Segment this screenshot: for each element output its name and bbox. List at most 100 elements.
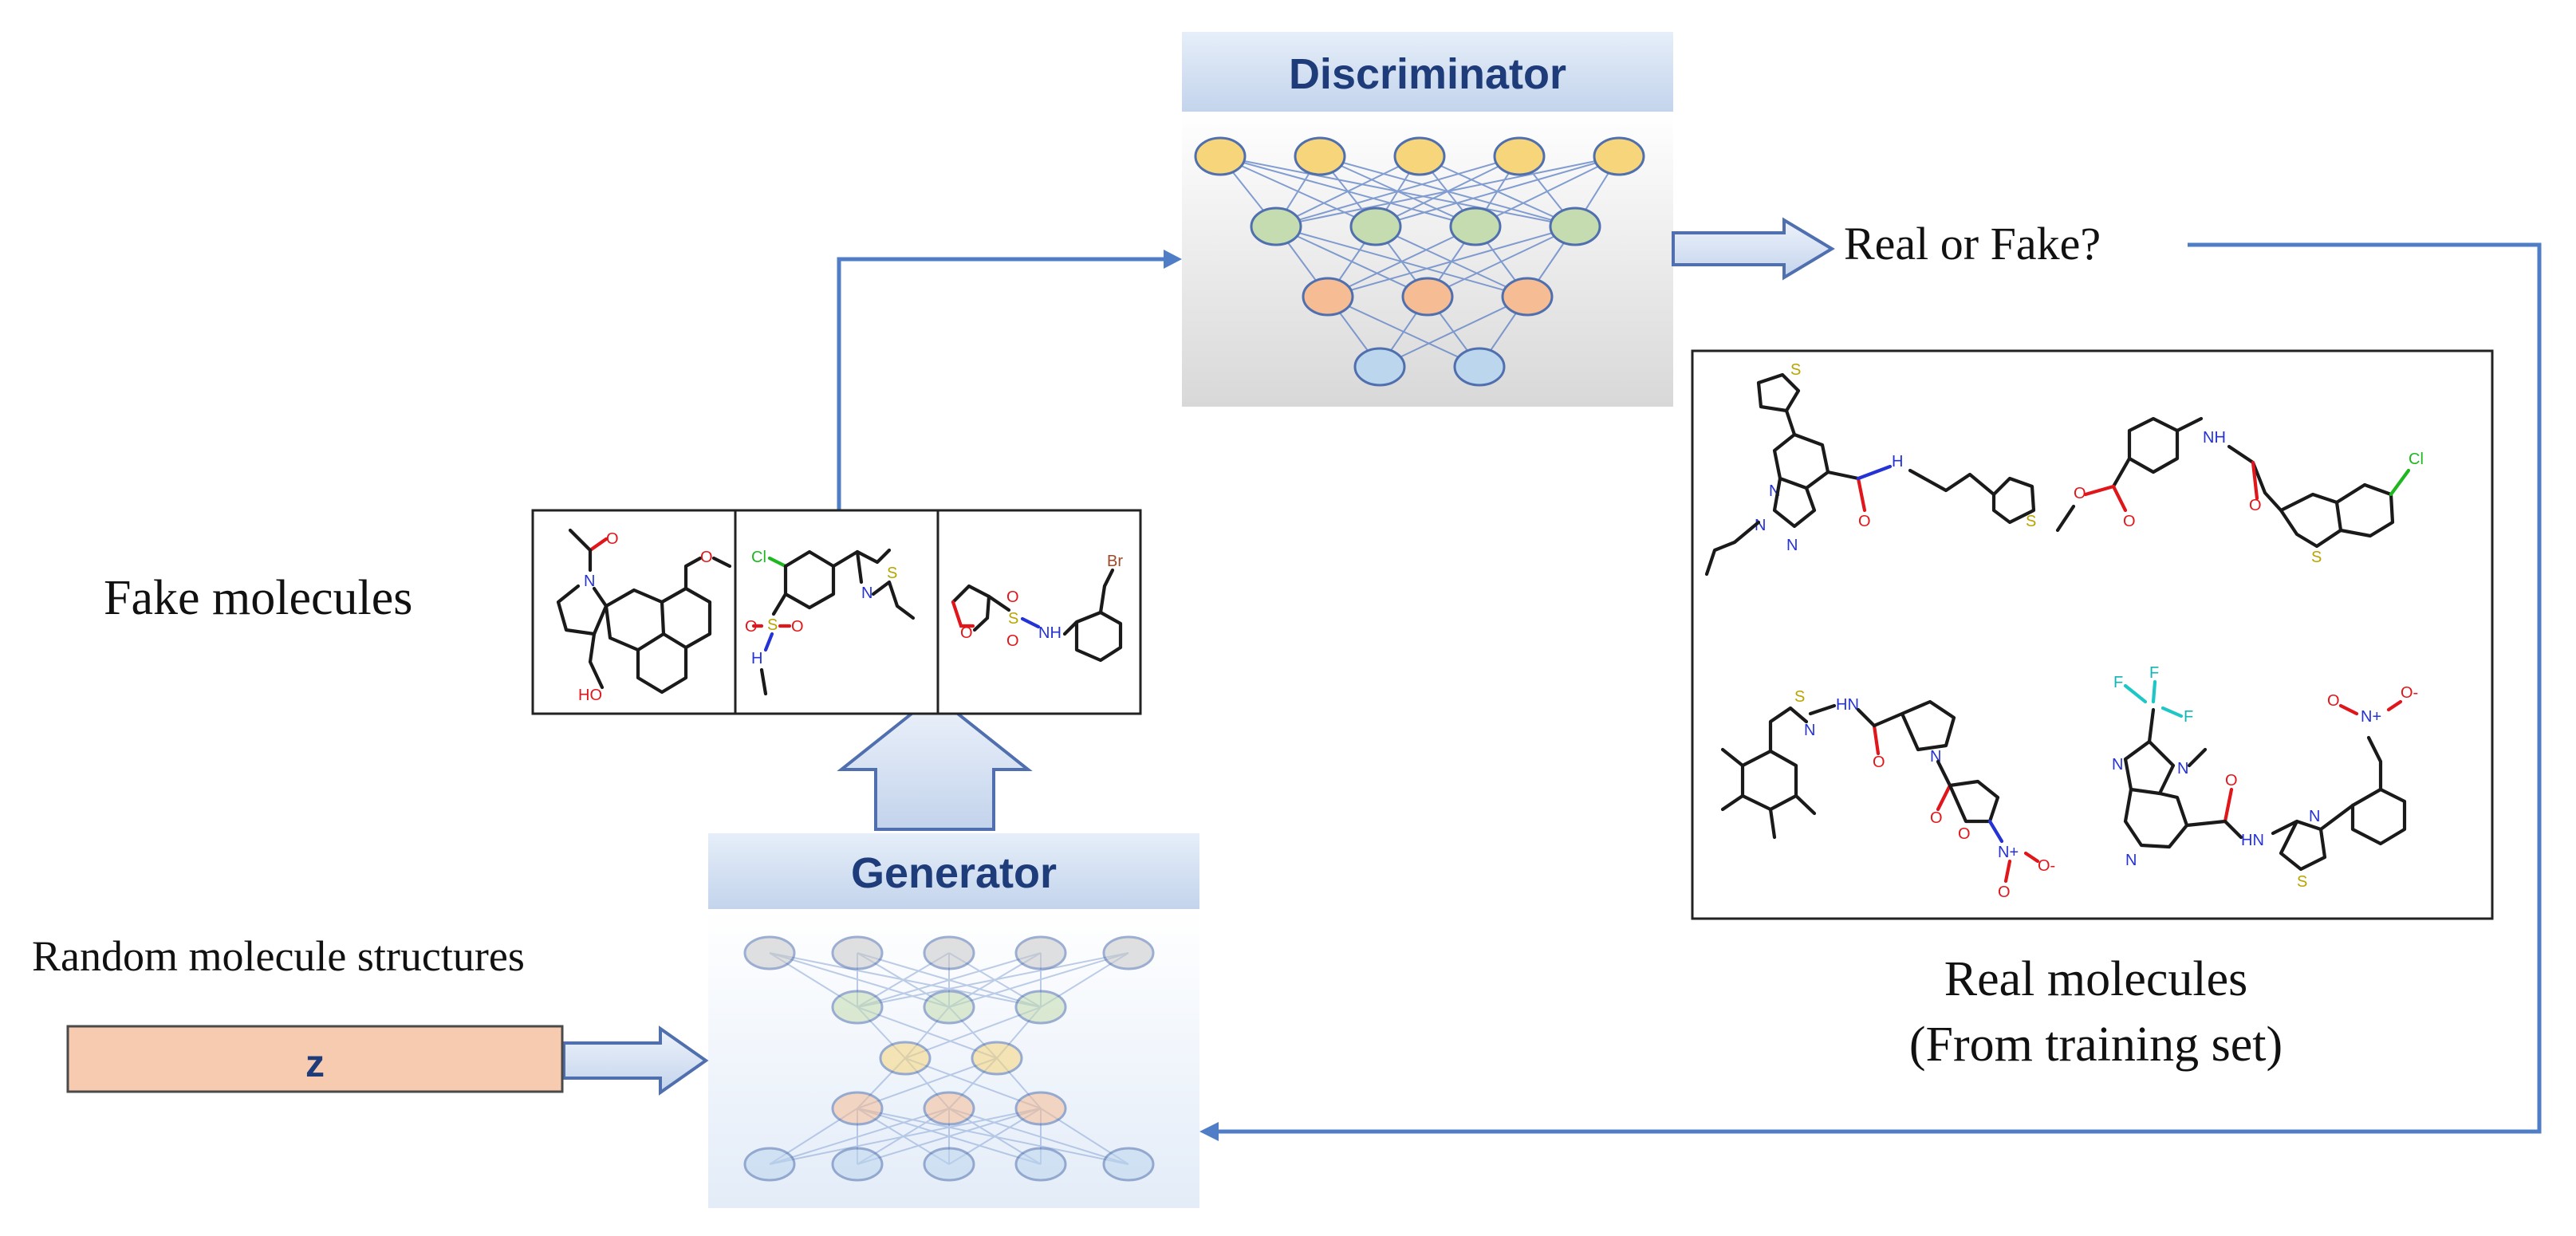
generator-connection bbox=[769, 952, 950, 1008]
svg-text:F: F bbox=[2113, 674, 2123, 691]
real-molecule-4: F F F N N N O HN N S N+ O bbox=[2112, 664, 2418, 891]
discriminator-node bbox=[1194, 136, 1247, 176]
svg-text:N: N bbox=[2125, 852, 2137, 869]
generator-nodes bbox=[743, 935, 1155, 1182]
generator-node bbox=[1014, 1091, 1067, 1126]
svg-text:O: O bbox=[745, 618, 758, 636]
generator-node bbox=[831, 935, 884, 970]
svg-text:O: O bbox=[960, 624, 973, 642]
discriminator-connection bbox=[1275, 155, 1420, 227]
svg-text:O: O bbox=[1998, 884, 2011, 901]
discriminator-nodes bbox=[1194, 136, 1645, 387]
discriminator-node bbox=[1401, 277, 1454, 317]
svg-text:O: O bbox=[2074, 485, 2086, 502]
svg-text:S: S bbox=[2026, 513, 2036, 530]
generator-connection bbox=[857, 952, 1042, 1008]
discriminator-node bbox=[1593, 136, 1645, 176]
discriminator-connection bbox=[1275, 155, 1520, 227]
svg-text:N: N bbox=[1786, 537, 1798, 554]
discriminator-node bbox=[1453, 347, 1506, 387]
generator-node bbox=[923, 1091, 975, 1126]
discriminator-connection bbox=[1327, 226, 1576, 297]
feedback-loop-line bbox=[1199, 242, 2542, 1141]
svg-text:NH: NH bbox=[2203, 429, 2226, 447]
generator-node bbox=[1014, 1147, 1067, 1182]
generator-node bbox=[923, 990, 975, 1025]
discriminator-node bbox=[1549, 207, 1601, 246]
svg-text:NH: NH bbox=[1038, 624, 1062, 642]
svg-text:HN: HN bbox=[1836, 696, 1859, 714]
fake-molecules-box: O N HO O Cl S O O H bbox=[531, 509, 1142, 715]
svg-text:S: S bbox=[1008, 610, 1018, 628]
svg-text:HN: HN bbox=[2241, 832, 2264, 849]
real-molecule-1: S N N N O H S bbox=[1704, 361, 2036, 577]
real-molecule-3: S N HN O N O O N+ O- O bbox=[1720, 688, 2055, 901]
discriminator-connection bbox=[1427, 226, 1576, 297]
svg-text:N: N bbox=[2112, 756, 2123, 773]
discriminator-node bbox=[1493, 136, 1546, 176]
svg-text:N: N bbox=[1804, 722, 1815, 739]
discriminator-to-verdict-arrow bbox=[1672, 217, 1835, 281]
generator-node bbox=[923, 1147, 975, 1182]
svg-text:S: S bbox=[887, 565, 897, 582]
generator-connection bbox=[857, 1108, 1129, 1165]
generator-header bbox=[708, 833, 1199, 909]
svg-text:O: O bbox=[1006, 588, 1019, 606]
svg-text:O: O bbox=[2225, 772, 2238, 789]
generator-node bbox=[1014, 935, 1067, 970]
discriminator-connection bbox=[1327, 226, 1476, 297]
svg-text:N+: N+ bbox=[1998, 844, 2019, 861]
discriminator-connection bbox=[1379, 296, 1528, 368]
svg-text:Br: Br bbox=[1107, 553, 1123, 570]
discriminator-network: Discriminator bbox=[1182, 32, 1673, 407]
svg-text:O: O bbox=[1858, 513, 1871, 530]
generator-node bbox=[1102, 935, 1155, 970]
svg-text:O-: O- bbox=[2038, 857, 2055, 875]
svg-text:S: S bbox=[1794, 688, 1805, 706]
svg-text:O: O bbox=[1873, 754, 1885, 771]
svg-text:S: S bbox=[2311, 549, 2322, 566]
discriminator-node bbox=[1250, 207, 1302, 246]
svg-text:N: N bbox=[2309, 808, 2320, 825]
svg-text:S: S bbox=[1790, 361, 1801, 379]
svg-text:H: H bbox=[1892, 453, 1903, 470]
generator-connection bbox=[769, 1108, 1042, 1165]
generator-to-fake-arrow bbox=[837, 693, 1033, 831]
fake-molecules-label: Fake molecules bbox=[104, 571, 412, 625]
svg-text:N+: N+ bbox=[2361, 708, 2381, 726]
generator-title: Generator bbox=[851, 849, 1057, 897]
real-molecules-label-line1: Real molecules bbox=[1944, 952, 2247, 1006]
svg-text:N: N bbox=[584, 573, 595, 590]
generator-node bbox=[831, 1091, 884, 1126]
generator-connection bbox=[857, 1057, 998, 1109]
discriminator-node bbox=[1349, 207, 1402, 246]
generator-node bbox=[743, 1147, 796, 1182]
generator-node bbox=[971, 1041, 1023, 1076]
discriminator-node bbox=[1393, 136, 1446, 176]
fake-molecule-3: O S O O NH Br bbox=[951, 553, 1123, 663]
generator-connection bbox=[857, 1108, 1042, 1165]
generator-node bbox=[879, 1041, 932, 1076]
discriminator-node bbox=[1302, 277, 1354, 317]
real-molecule-2: NH O Cl S O O bbox=[2055, 416, 2424, 566]
generator-network: Generator bbox=[708, 833, 1199, 1208]
noise-to-generator-arrow bbox=[562, 1025, 709, 1096]
discriminator-header bbox=[1182, 32, 1673, 112]
svg-text:S: S bbox=[767, 616, 778, 634]
discriminator-node bbox=[1294, 136, 1346, 176]
fake-molecule-1: O N HO O bbox=[556, 528, 732, 704]
discriminator-connection bbox=[1375, 155, 1620, 227]
fake-to-discriminator-line bbox=[837, 250, 1182, 510]
discriminator-node bbox=[1501, 277, 1554, 317]
generator-connection bbox=[948, 1108, 1129, 1165]
svg-text:N: N bbox=[2177, 760, 2188, 777]
generator-node bbox=[1014, 990, 1067, 1025]
svg-text:O: O bbox=[791, 618, 804, 636]
real-molecules-label-line2: (From training set) bbox=[1909, 1018, 2283, 1072]
svg-text:O: O bbox=[2327, 692, 2340, 710]
svg-text:O: O bbox=[606, 530, 619, 548]
generator-connection bbox=[857, 952, 1129, 1008]
svg-text:Cl: Cl bbox=[751, 549, 766, 566]
svg-text:O: O bbox=[1930, 809, 1943, 827]
svg-text:S: S bbox=[2297, 873, 2307, 891]
